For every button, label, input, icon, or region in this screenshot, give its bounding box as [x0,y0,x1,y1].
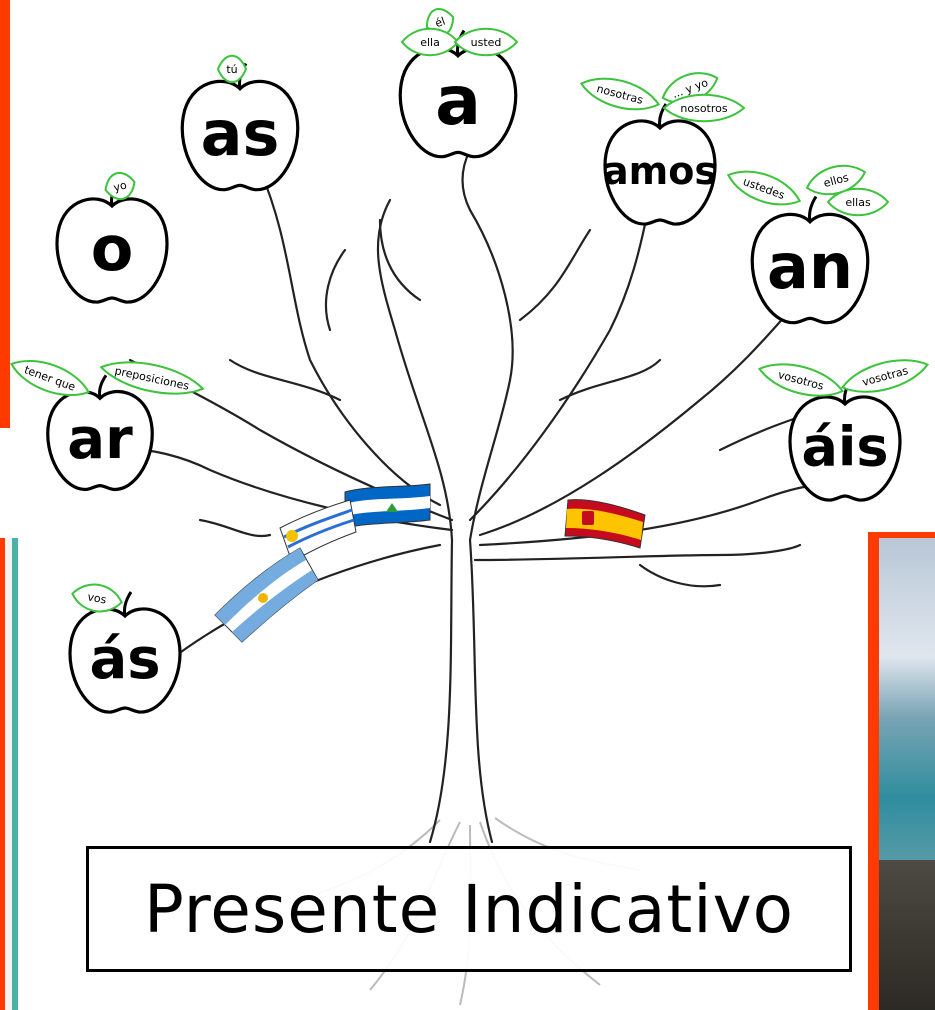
leaf: vosotros [757,363,845,397]
leaf: usted [453,27,519,57]
apple-stem [808,195,818,223]
leaf-label: ellas [845,196,871,209]
leaf-shape [453,27,519,57]
leaf: vos [71,583,123,613]
apple-ending-label: o [91,212,134,285]
right-red-border-side [868,532,879,1010]
leaf: ellos [805,164,867,196]
leaf-label: yo [112,178,128,194]
sea-wall [879,860,935,1010]
left-background-photo [0,538,18,1010]
leaf-label: él [433,15,447,31]
leaf-label: ella [420,36,440,49]
leaf-label: usted [471,36,502,49]
leaf-shape [826,187,890,217]
leaf: vosotras [840,359,930,393]
nicaragua-flag [344,483,431,529]
leaf-shape [99,361,205,395]
leaf: nosotras [579,77,661,111]
title-box: Presente Indicativo [86,846,852,972]
apple-ending-label: a [435,62,481,141]
leaf-label: tú [226,63,237,76]
spain-flag [564,499,646,549]
leaf: ellas [826,187,890,217]
apple-a3: as tú [180,54,300,192]
leaf-shape [662,93,746,123]
left-red-border-top [0,0,10,428]
apple-ending-label: áis [801,415,888,478]
leaf: ustedes [726,170,802,206]
apple-ending-label: an [767,230,853,303]
leaf: nosotros [662,93,746,123]
argentina-flag [214,547,319,643]
leaf-shape [840,359,930,393]
apple-ending-label: amos [603,149,717,193]
right-red-border [868,532,935,540]
leaf-shape [10,359,90,397]
apple-ending-label: as [201,97,280,170]
leaf-shape [71,583,123,613]
leaf-shape [757,363,845,397]
right-background-sea-photo [879,538,935,1010]
leaf-shape [104,171,136,201]
tree-branches [128,148,852,844]
leaf-shape [579,77,661,111]
leaf: tú [216,54,248,84]
apple-a4: a él ella usted [398,8,519,159]
leaf-label: nosotros [680,102,727,115]
leaf-label: ellos [822,171,850,190]
apple-a2: o yo [55,171,169,304]
apple-a8: ás vos [68,583,182,714]
uruguay-flag [279,499,357,563]
leaf-shape [726,170,802,206]
leaf-label: vos [86,590,107,606]
apple-ending-label: ás [89,627,160,692]
page-title: Presente Indicativo [143,870,795,948]
leaf-shape [805,164,867,196]
apple-ending-label: ar [67,407,133,472]
apple-a6: an ustedes ellos ellas [726,164,890,325]
leaf-shape [216,54,248,84]
leaf: yo [104,171,136,201]
